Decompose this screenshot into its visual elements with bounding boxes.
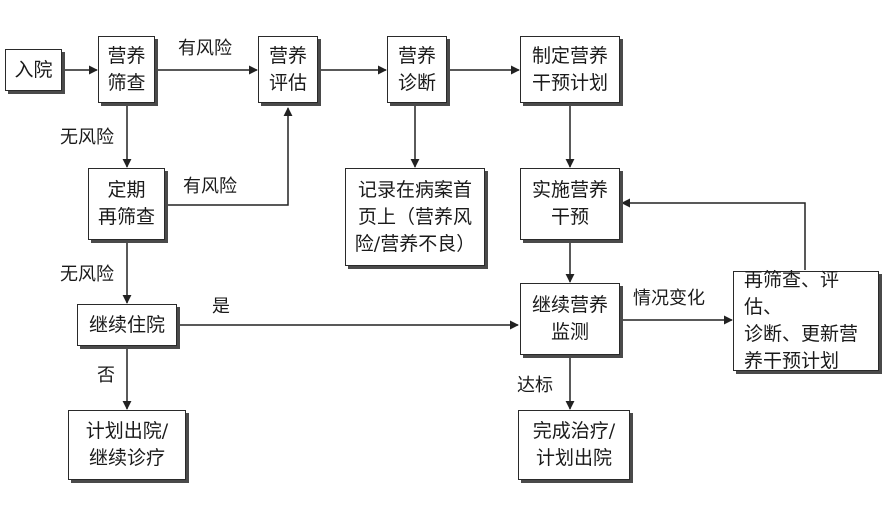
node-nutrition-screening: 营养 筛查 xyxy=(98,36,155,103)
label-risk-top: 有风险 xyxy=(178,38,232,59)
arrow-rescreen-to-implement xyxy=(621,198,806,270)
label-yes: 是 xyxy=(212,296,230,317)
label-no-risk-2: 无风险 xyxy=(60,264,114,285)
arrow-rescreening-to-assessment xyxy=(165,107,293,206)
node-monitoring: 继续营养 监测 xyxy=(520,283,620,355)
node-admission: 入院 xyxy=(5,49,62,91)
label-status-change: 情况变化 xyxy=(633,288,705,309)
node-discharge-plan: 计划出院/ 继续诊疗 xyxy=(68,410,186,480)
label-no-risk-1: 无风险 xyxy=(60,127,114,148)
node-periodic-rescreening: 定期 再筛查 xyxy=(88,168,165,240)
label-target-met: 达标 xyxy=(517,375,553,396)
node-rescreen-update: 再筛查、评估、 诊断、更新营 养干预计划 xyxy=(733,269,879,372)
node-record: 记录在病案首 页上（营养风 险/营养不良） xyxy=(345,168,485,266)
node-complete-treatment: 完成治疗/ 计划出院 xyxy=(518,410,630,480)
label-risk-mid: 有风险 xyxy=(183,176,237,197)
node-implement: 实施营养 干预 xyxy=(520,168,620,240)
node-nutrition-diagnosis: 营养 诊断 xyxy=(387,36,447,103)
node-make-plan: 制定营养 干预计划 xyxy=(520,36,620,103)
label-no: 否 xyxy=(97,365,115,386)
node-nutrition-assessment: 营养 评估 xyxy=(258,36,318,103)
node-continue-stay: 继续住院 xyxy=(77,304,177,346)
